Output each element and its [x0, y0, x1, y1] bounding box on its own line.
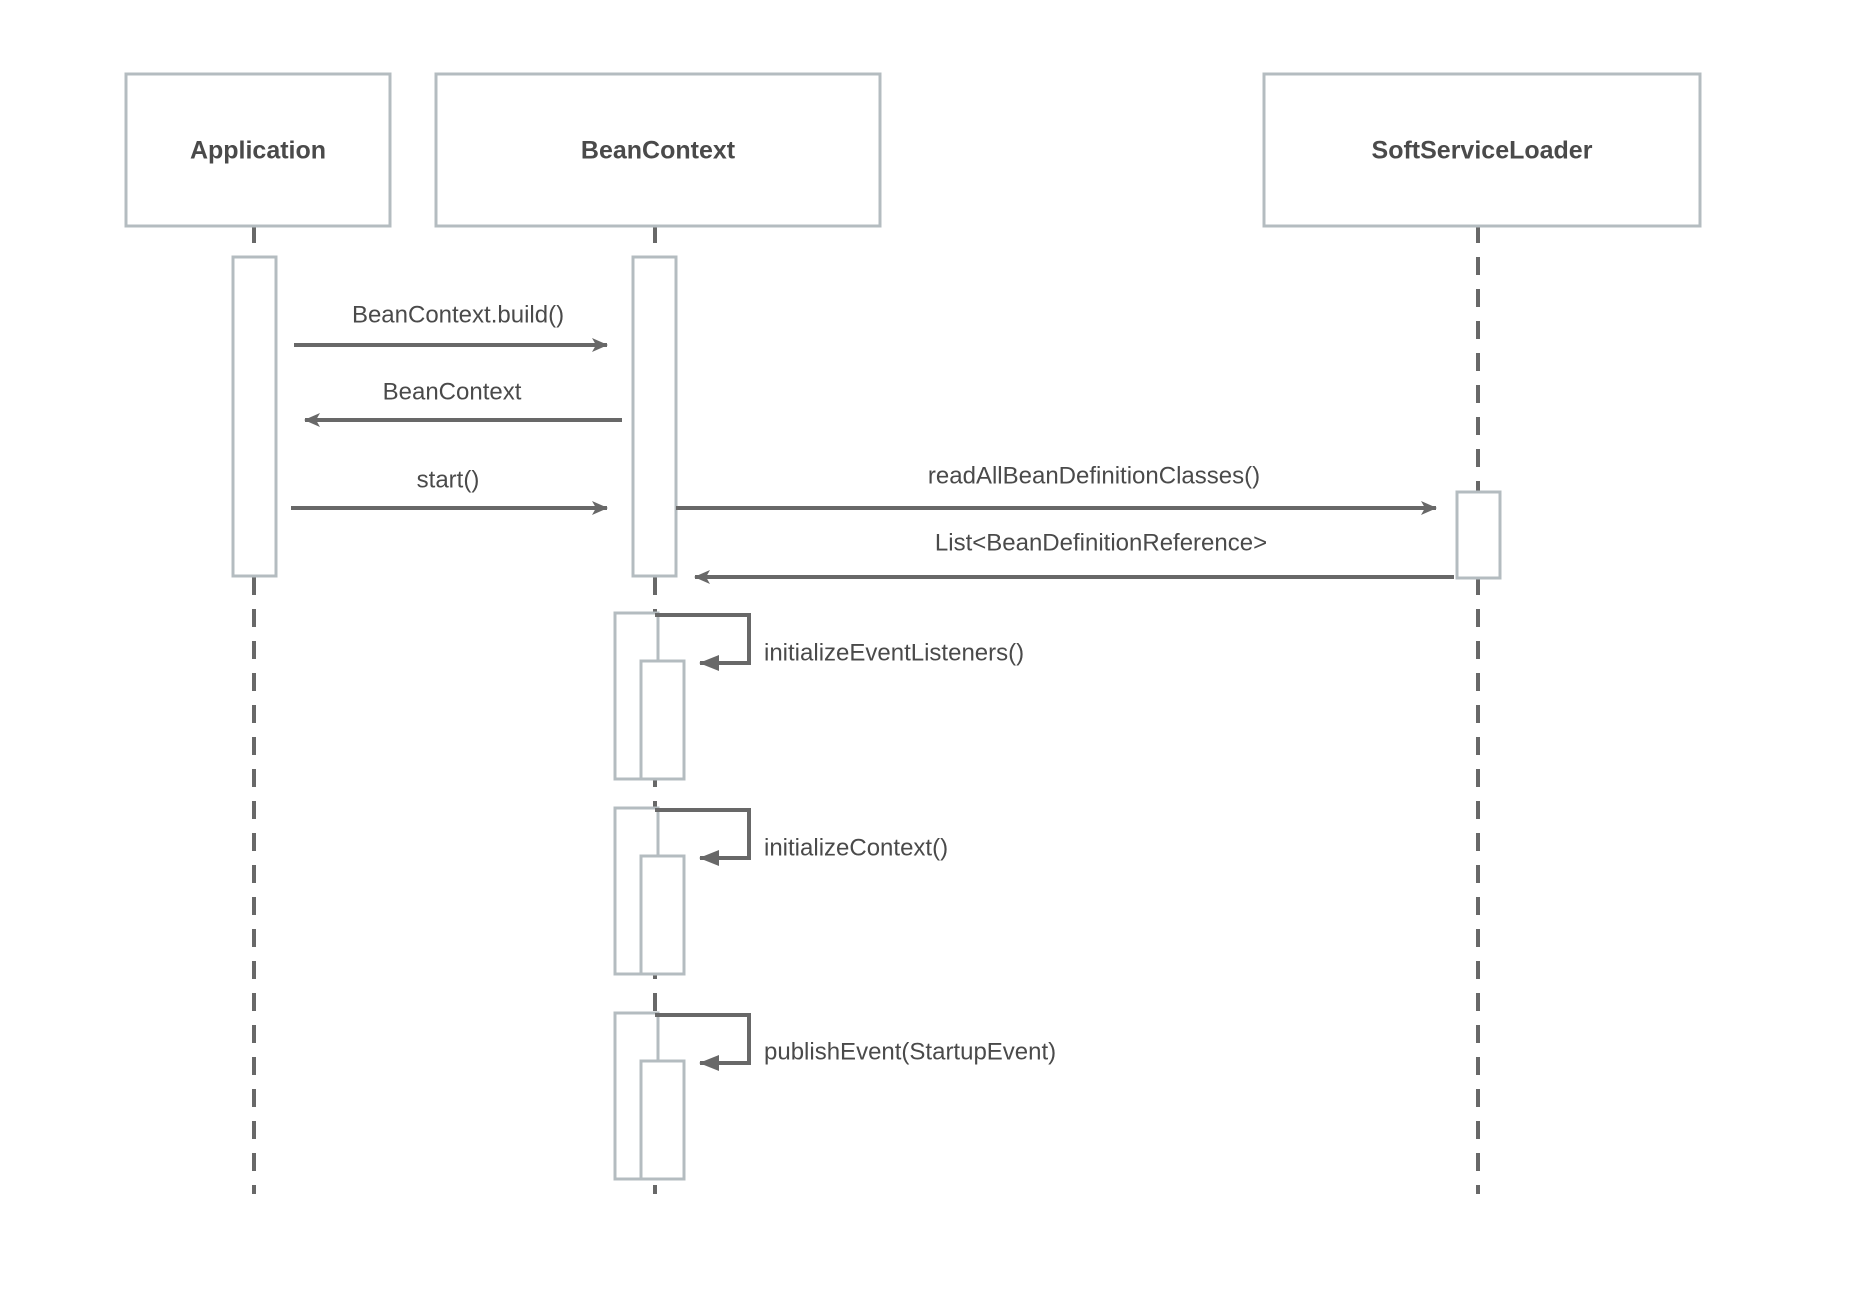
message-start[interactable]: start(): [291, 466, 608, 515]
message-label-beancontext-build: BeanContext.build(): [352, 301, 564, 328]
message-initialize-event-listeners[interactable]: initializeEventListeners(): [655, 613, 1024, 671]
message-line-initialize-context: [655, 808, 751, 866]
participant-label-softserviceloader: SoftServiceLoader: [1372, 137, 1593, 165]
activation-beancontext-main: [631, 255, 678, 578]
message-publish-event[interactable]: publishEvent(StartupEvent): [655, 1013, 1056, 1071]
message-line-publish-event: [655, 1013, 751, 1071]
activation-softserviceloader: [1455, 490, 1502, 580]
message-label-read-all-bean-definition-classes: readAllBeanDefinitionClasses(): [928, 462, 1260, 489]
participant-box-softserviceloader: [1262, 72, 1702, 228]
activation-beancontext-self-3-inner: [639, 1059, 686, 1181]
participant-application[interactable]: Application: [124, 72, 392, 228]
message-initialize-context[interactable]: initializeContext(): [655, 808, 948, 866]
participant-box-application: [124, 72, 392, 228]
message-list-bean-definition-reference[interactable]: List<BeanDefinitionReference>: [694, 529, 1454, 584]
message-label-initialize-context: initializeContext(): [764, 834, 948, 861]
activation-application: [231, 255, 278, 578]
message-label-initialize-event-listeners: initializeEventListeners(): [764, 639, 1024, 666]
participant-label-beancontext: BeanContext: [581, 137, 736, 165]
activation-beancontext-self-2-inner: [639, 854, 686, 976]
message-beancontext-build[interactable]: BeanContext.build(): [294, 301, 608, 352]
participant-beancontext[interactable]: BeanContext: [434, 72, 882, 228]
message-label-list-bean-definition-reference: List<BeanDefinitionReference>: [935, 529, 1267, 556]
message-label-start: start(): [417, 466, 480, 493]
participant-box-beancontext: [434, 72, 882, 228]
participant-softserviceloader[interactable]: SoftServiceLoader: [1262, 72, 1702, 228]
activation-beancontext-self-1-inner: [639, 659, 686, 781]
message-line-initialize-event-listeners: [655, 613, 751, 671]
message-beancontext-return[interactable]: BeanContext: [304, 378, 622, 427]
message-label-beancontext-return: BeanContext: [383, 378, 522, 405]
participant-label-application: Application: [190, 137, 326, 165]
message-read-all-bean-definition-classes[interactable]: readAllBeanDefinitionClasses(): [676, 462, 1437, 515]
message-label-publish-event: publishEvent(StartupEvent): [764, 1038, 1056, 1065]
